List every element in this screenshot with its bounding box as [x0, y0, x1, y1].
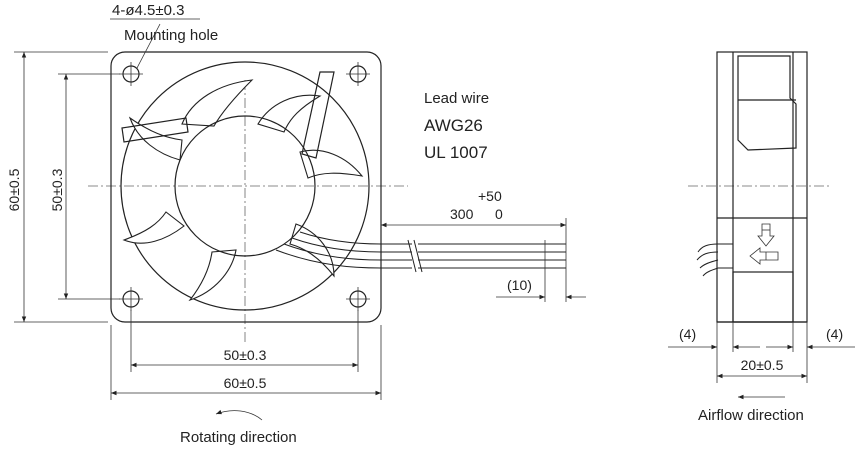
fan-hub [174, 115, 316, 257]
fan-blades [122, 79, 364, 302]
airflow-rotation-symbols [749, 223, 779, 265]
front-view: 60±0.5 50±0.3 50±0.3 60±0.5 4-ø4.5± [6, 2, 586, 446]
dimension-height-inner: 50±0.3 [49, 73, 120, 300]
rotating-direction: Rotating direction [180, 409, 297, 446]
dimension-side: (4) (4) 20±0.5 [668, 322, 855, 383]
mounting-hole-dim-label: 4-ø4.5±0.3 [112, 2, 184, 19]
width-inner-label: 50±0.3 [224, 347, 267, 363]
fan-frame [110, 51, 382, 323]
lead-wire-spec: Lead wire AWG26 UL 1007 [424, 90, 489, 162]
depth-label: 20±0.5 [741, 357, 784, 373]
height-outer-label: 60±0.5 [6, 168, 22, 211]
dimension-width-outer: 60±0.5 [110, 325, 382, 400]
width-outer-label: 60±0.5 [224, 375, 267, 391]
dimension-width-inner: 50±0.3 [130, 310, 359, 372]
awg-label: AWG26 [424, 116, 483, 135]
mounting-hole-label: Mounting hole [124, 27, 218, 44]
airflow-direction-label: Airflow direction [698, 407, 804, 424]
airflow-down-icon [757, 223, 775, 247]
ul-label: UL 1007 [424, 143, 488, 162]
height-inner-label: 50±0.3 [49, 168, 65, 211]
side-view: (4) (4) 20±0.5 Airflow direction [668, 51, 855, 424]
side-left-label: (4) [679, 326, 696, 342]
side-right-label: (4) [826, 326, 843, 342]
dimension-height-outer: 60±0.5 [6, 51, 108, 323]
side-label-area [732, 271, 794, 323]
side-lead-wire [696, 243, 733, 277]
lead-wires [381, 239, 567, 273]
venturi-ring [120, 61, 370, 311]
lead-wire-label: Lead wire [424, 90, 489, 107]
wire-tolerance-upper: +50 [478, 188, 502, 204]
wire-tolerance-lower: 0 [495, 206, 503, 222]
strip-length-label: (10) [507, 277, 532, 293]
mounting-hole-callout: 4-ø4.5±0.3 Mounting hole [110, 2, 218, 69]
rotation-arrow-icon [215, 409, 263, 421]
dimension-wire-length: +50 300 0 [381, 188, 567, 240]
rotation-left-icon [749, 247, 779, 265]
dimension-strip-length: (10) [496, 272, 586, 302]
lead-wire-routing [275, 231, 382, 272]
side-blade-profile [737, 55, 797, 151]
frame-struts [121, 71, 335, 159]
mounting-holes [119, 62, 370, 311]
airflow-direction: Airflow direction [698, 394, 804, 424]
rotating-direction-label: Rotating direction [180, 429, 297, 446]
wire-length-label: 300 [450, 206, 474, 222]
